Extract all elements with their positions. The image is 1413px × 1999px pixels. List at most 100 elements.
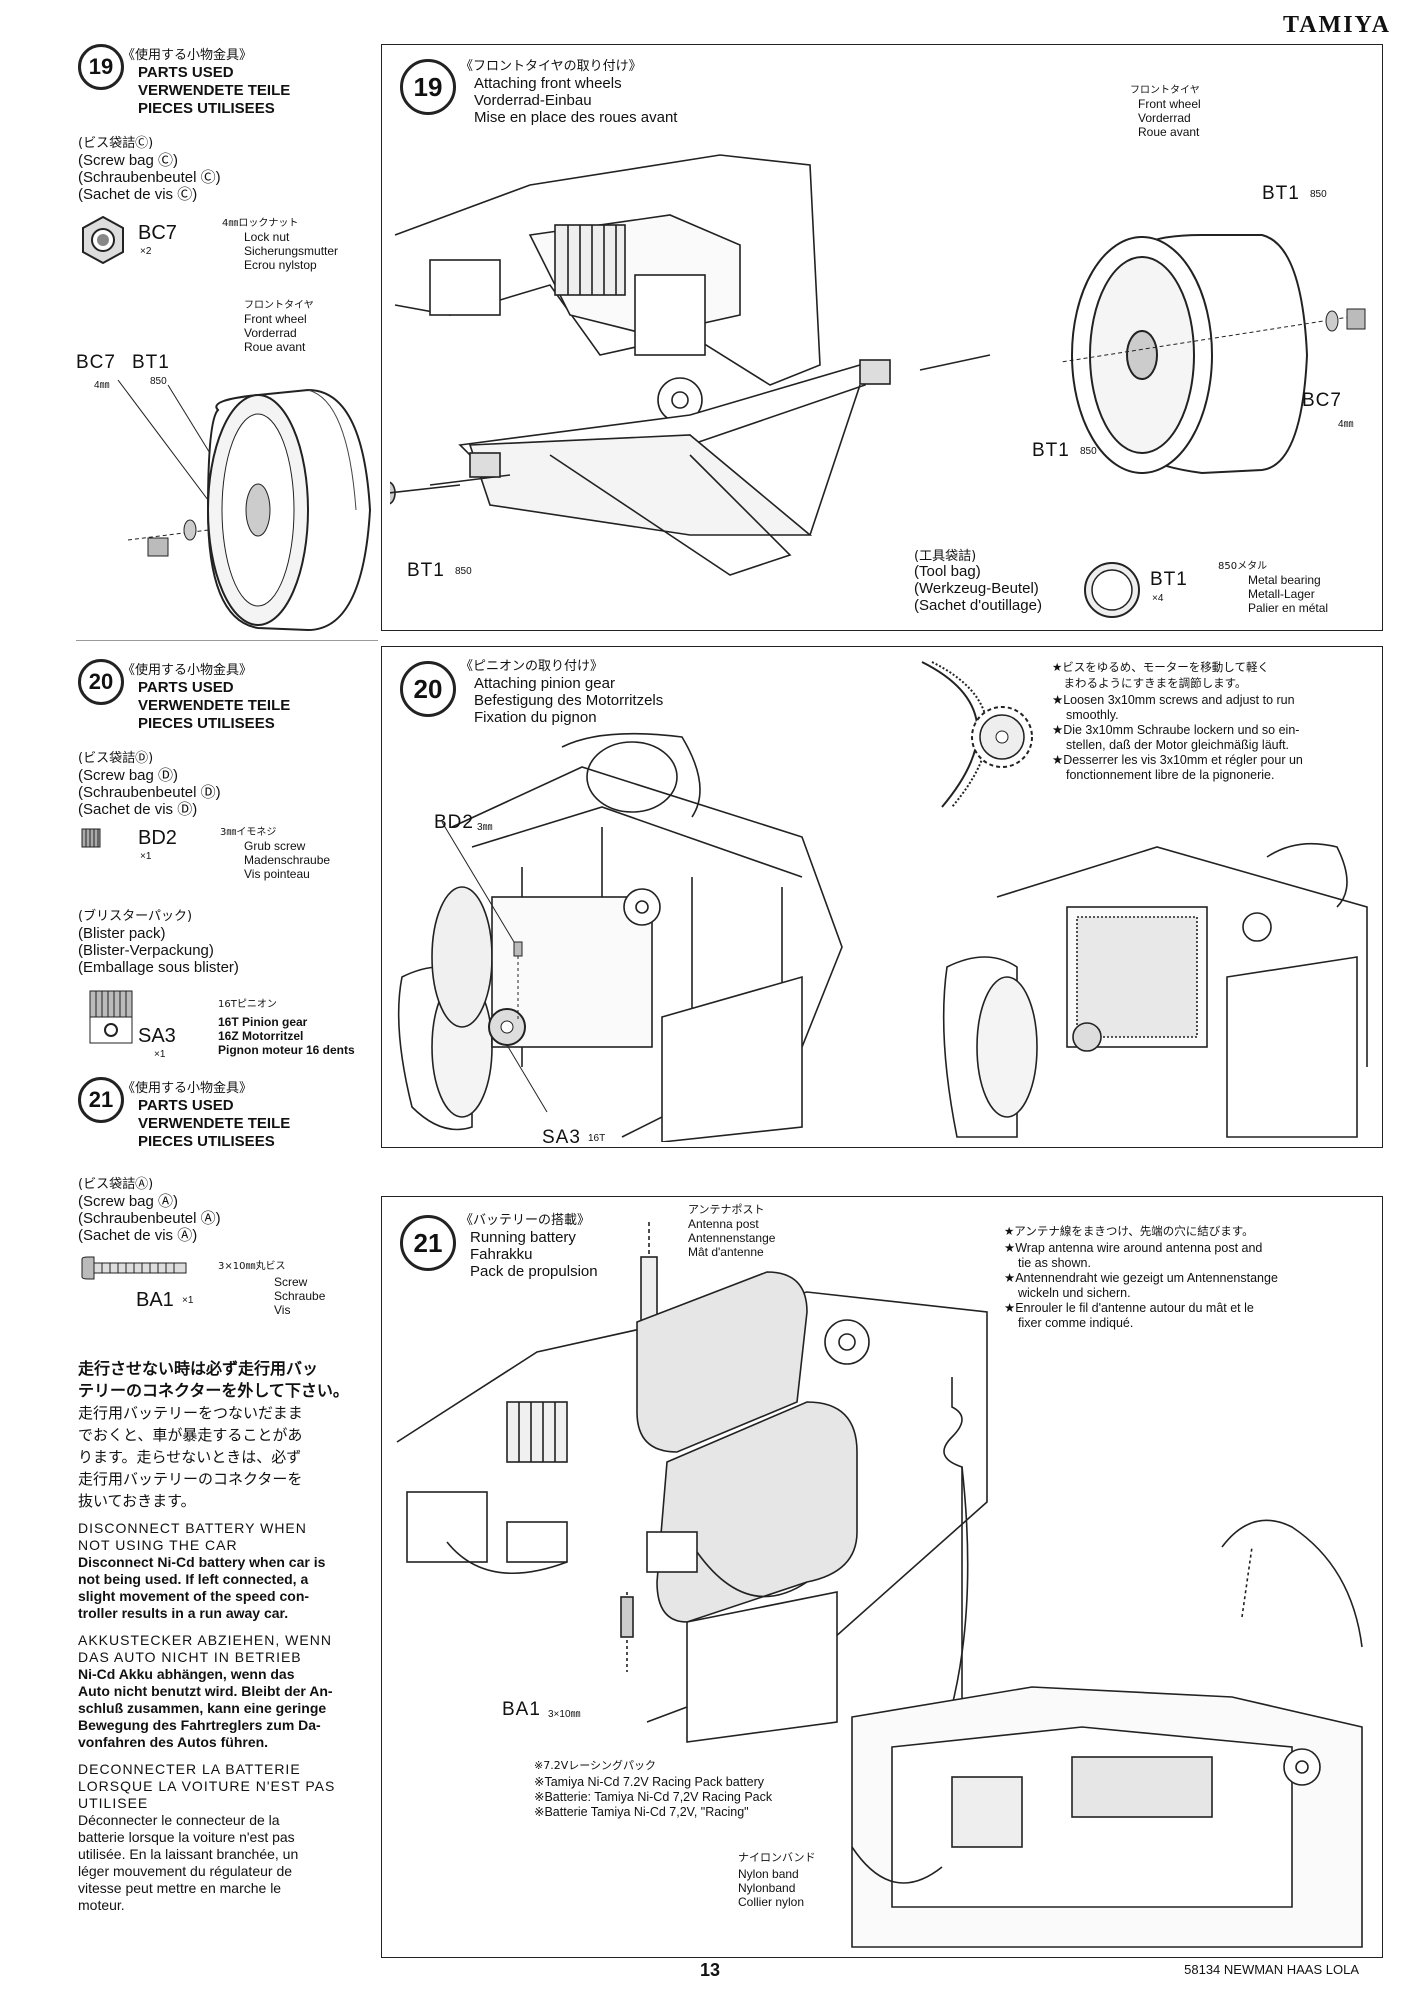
wheel-fr: Roue avant xyxy=(244,340,306,354)
bearing-en: Metal bearing xyxy=(1248,573,1321,587)
sa3-en: 16T Pinion gear xyxy=(218,1015,308,1029)
step19-bag-jp: (ビス袋詰Ⓒ) xyxy=(78,136,154,151)
step19-parts-de: VERWENDETE TEILE xyxy=(138,82,291,99)
gear-mesh-closeup-icon xyxy=(921,661,1033,808)
warning-jp-1: 走行用バッテリーをつないだまま xyxy=(78,1404,303,1422)
p19-wheel-en: Front wheel xyxy=(1138,97,1201,111)
p21-note-en-1: ★Wrap antenna wire around antenna post a… xyxy=(1004,1241,1263,1255)
warning-jp-bold-2: テリーのコネクターを外して下さい。 xyxy=(78,1381,349,1400)
battery-warning: 走行させない時は必ず走行用バッ テリーのコネクターを外して下さい。 走行用バッテ… xyxy=(78,1358,350,1914)
step20-parts-section: 20 《使用する小物金具》 PARTS USED VERWENDETE TEIL… xyxy=(78,655,378,1075)
bearing-de: Metall-Lager xyxy=(1248,587,1315,601)
step20-bag-de: (Schraubenbeutel Ⓓ) xyxy=(78,784,221,801)
warning-fr-head-3: UTILISEE xyxy=(78,1795,149,1811)
warning-de-3: schluß zusammen, kann eine geringe xyxy=(78,1700,327,1716)
pinion-install-drawing xyxy=(397,732,843,1142)
p20-note-jp-1: ★ビスをゆるめ、モーターを移動して軽く xyxy=(1052,660,1269,674)
p20-note-jp-2: まわるようにすきまを調節します。 xyxy=(1052,676,1247,690)
p21-note-fr-2: fixer comme indiqué. xyxy=(1018,1316,1134,1330)
label-bc7: BC7 xyxy=(76,352,116,373)
ba1-qty: ×1 xyxy=(182,1295,194,1306)
warning-en-2: not being used. If left connected, a xyxy=(78,1571,309,1587)
bc7-jp: 4㎜ロックナット xyxy=(222,218,299,229)
pack-de: ※Batterie: Tamiya Ni-Cd 7,2V Racing Pack xyxy=(534,1790,773,1804)
step20-bag-fr: (Sachet de vis Ⓓ) xyxy=(78,801,198,818)
step19-parts-section: 19 《使用する小物金具》 PARTS USED VERWENDETE TEIL… xyxy=(76,40,378,650)
p19-label-bt1-b: BT1 xyxy=(1032,440,1070,461)
p19-label-bc7-size: 4㎜ xyxy=(1338,419,1354,430)
wheel-en: Front wheel xyxy=(244,312,307,326)
p19-label-bt1-a: BT1 xyxy=(1262,183,1300,204)
warning-jp-2: でおくと、車が暴走することがあ xyxy=(78,1426,303,1444)
warning-jp-5: 抜いておきます。 xyxy=(78,1492,196,1510)
p20-note-en-1: ★Loosen 3x10mm screws and adjust to run xyxy=(1052,693,1295,707)
ba1-jp: 3×10㎜丸ビス xyxy=(218,1261,286,1272)
battery-install-drawing xyxy=(396,1222,988,1743)
step20-parts-fr: PIECES UTILISEES xyxy=(138,715,275,732)
pack-fr: ※Batterie Tamiya Ni-Cd 7,2V, "Racing" xyxy=(534,1805,749,1819)
warning-en-1: Disconnect Ni-Cd battery when car is xyxy=(78,1554,326,1570)
warning-fr-4: léger mouvement du régulateur de xyxy=(78,1863,293,1879)
panel19-title-jp: 《フロントタイヤの取り付け》 xyxy=(460,59,642,74)
sa3-code: SA3 xyxy=(138,1025,176,1047)
warning-de-head-1: AKKUSTECKER ABZIEHEN, WENN xyxy=(78,1632,332,1648)
step21-bag-fr: (Sachet de vis Ⓐ) xyxy=(78,1227,198,1244)
lock-nut-icon xyxy=(82,215,124,265)
bd2-qty: ×1 xyxy=(140,851,152,862)
antenna-post-jp: アンテナポスト xyxy=(688,1203,765,1216)
warning-fr-2: batterie lorsque la voiture n'est pas xyxy=(78,1829,295,1845)
warning-fr-5: vitesse peut mettre en marche le xyxy=(78,1880,282,1896)
blister-en: (Blister pack) xyxy=(78,925,166,942)
page-number: 13 xyxy=(700,1960,721,1980)
panel20-title-de: Befestigung des Motorritzels xyxy=(474,692,664,709)
label-bt1: BT1 xyxy=(132,352,170,373)
warning-fr-1: Déconnecter le connecteur de la xyxy=(78,1812,280,1828)
step19-panel: 19 《フロントタイヤの取り付け》 Attaching front wheels… xyxy=(381,44,1383,631)
step19-number: 19 xyxy=(78,44,124,90)
panel19-title-fr: Mise en place des roues avant xyxy=(474,109,678,126)
bd2-en: Grub screw xyxy=(244,839,306,853)
p19-label-bt1-c: BT1 xyxy=(407,560,445,581)
warning-de-5: vonfahren des Autos führen. xyxy=(78,1734,269,1750)
bc7-qty: ×2 xyxy=(140,246,152,257)
panel21-title-en: Running battery xyxy=(470,1229,576,1246)
metal-bearing-icon xyxy=(1084,562,1140,618)
bd2-code: BD2 xyxy=(138,827,177,849)
panel21-title-jp: 《バッテリーの搭載》 xyxy=(460,1213,591,1228)
p20-note-en-2: smoothly. xyxy=(1066,708,1119,722)
bearing-code: BT1 xyxy=(1150,569,1188,590)
tool-bag-fr: (Sachet d'outillage) xyxy=(914,597,1042,614)
step20-number: 20 xyxy=(78,659,124,705)
wheel-jp: フロントタイヤ xyxy=(244,300,314,311)
gear-mesh-overview-drawing xyxy=(942,842,1368,1138)
p20-note-fr-1: ★Desserrer les vis 3x10mm et régler pour… xyxy=(1052,753,1303,767)
step21-parts-en: PARTS USED xyxy=(138,1097,234,1114)
step20-parts-de: VERWENDETE TEILE xyxy=(138,697,291,714)
wheel-de: Vorderrad xyxy=(244,326,297,340)
warning-fr-head-2: LORSQUE LA VOITURE N'EST PAS xyxy=(78,1778,336,1794)
p21-label-ba1-size: 3×10㎜ xyxy=(548,1709,581,1720)
ba1-de: Schraube xyxy=(274,1289,326,1303)
warning-fr-3: utilisée. En la laissant branchée, un xyxy=(78,1846,299,1862)
step21-panel: 21 《バッテリーの搭載》 Running battery Fahrakku P… xyxy=(381,1196,1383,1958)
bearing-fr: Palier en métal xyxy=(1248,601,1329,615)
tool-bag-de: (Werkzeug-Beutel) xyxy=(914,580,1039,597)
step19-bag-fr: (Sachet de vis Ⓒ) xyxy=(78,186,198,203)
bc7-code: BC7 xyxy=(138,222,177,244)
blister-jp: (ブリスターパック) xyxy=(78,909,193,924)
p19-wheel-de: Vorderrad xyxy=(1138,111,1191,125)
ba1-en: Screw xyxy=(274,1275,308,1289)
panel20-title-fr: Fixation du pignon xyxy=(474,709,597,726)
panel21-title-de: Fahrakku xyxy=(470,1246,533,1263)
panel21-title-fr: Pack de propulsion xyxy=(470,1263,598,1280)
step20-parts-jp: 《使用する小物金具》 xyxy=(122,663,253,678)
p19-wheel-jp: フロントタイヤ xyxy=(1130,85,1200,96)
panel20-title-en: Attaching pinion gear xyxy=(474,675,615,692)
warning-de-1: Ni-Cd Akku abhängen, wenn das xyxy=(78,1666,295,1682)
panel20-number: 20 xyxy=(400,661,456,717)
tool-bag-en: (Tool bag) xyxy=(914,563,981,580)
warning-de-2: Auto nicht benutzt wird. Bleibt der An- xyxy=(78,1683,333,1699)
band-fr: Collier nylon xyxy=(738,1895,805,1909)
bearing-qty: ×4 xyxy=(1152,593,1164,604)
warning-jp-4: 走行用バッテリーのコネクターを xyxy=(78,1470,303,1488)
